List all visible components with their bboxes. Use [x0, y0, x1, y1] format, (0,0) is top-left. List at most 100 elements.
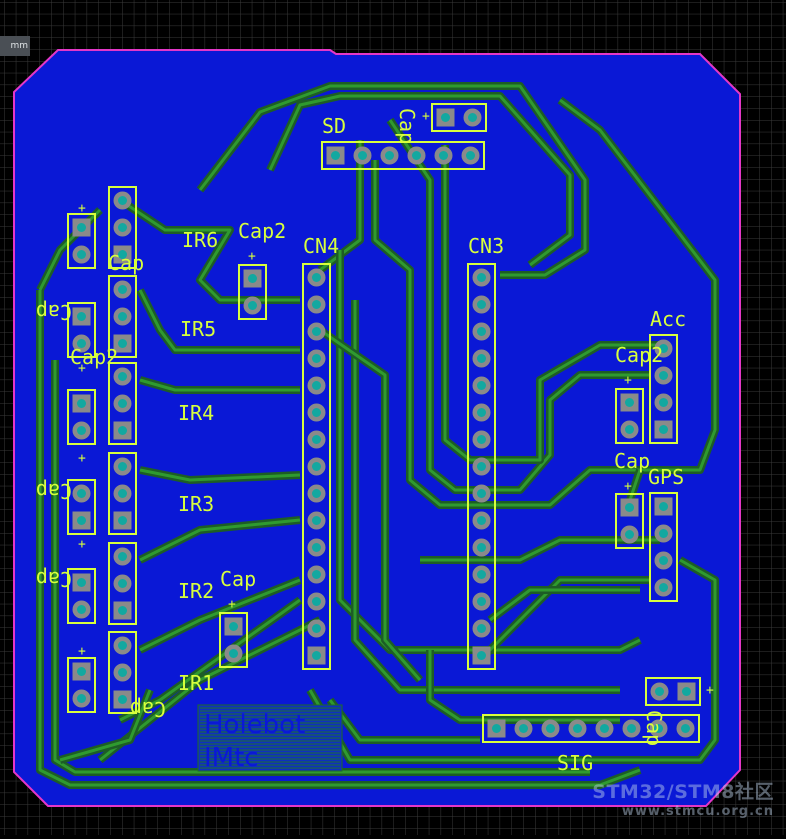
pad-hole: [412, 151, 421, 160]
polarity-plus-marker: +: [624, 373, 632, 388]
label-sig: SIG: [557, 751, 593, 775]
cap-left-header-6: [67, 657, 96, 713]
pad-hole: [77, 694, 86, 703]
trace: [138, 289, 300, 352]
pad-hole: [655, 687, 664, 696]
pad-hole: [477, 327, 486, 336]
pad-hole: [312, 354, 321, 363]
pad-hole: [229, 622, 238, 631]
label-cn4: CN4: [303, 234, 339, 258]
label-sd: SD: [322, 114, 346, 138]
label-cap-left-1: Cap: [36, 300, 72, 324]
cap-top-header: [431, 103, 487, 132]
pad-hole: [118, 668, 127, 677]
pad-hole: [312, 651, 321, 660]
pad-hole: [477, 624, 486, 633]
cap-left-header-2: [67, 302, 96, 358]
pad-hole: [77, 223, 86, 232]
polarity-plus-marker: +: [78, 644, 86, 659]
pad-hole: [118, 250, 127, 259]
trace: [388, 119, 650, 492]
pad-hole: [654, 724, 663, 733]
component-outline: [108, 542, 137, 625]
component-outline: [108, 275, 137, 358]
label-cn3: CN3: [468, 234, 504, 258]
pad-hole: [312, 327, 321, 336]
pad-hole: [312, 516, 321, 525]
pad-hole: [312, 489, 321, 498]
pad-hole: [118, 426, 127, 435]
pad-hole: [331, 151, 340, 160]
pad-hole: [118, 223, 127, 232]
pad-hole: [312, 273, 321, 282]
polarity-plus-marker: +: [78, 537, 86, 552]
polarity-plus-marker: +: [228, 597, 236, 612]
pad-hole: [312, 408, 321, 417]
pad-hole: [625, 530, 634, 539]
component-outline: [649, 492, 678, 602]
cap-bottom-header: [645, 677, 701, 706]
pad-hole: [358, 151, 367, 160]
sd-header: [321, 141, 485, 170]
trace: [319, 328, 422, 681]
unit-indicator[interactable]: mm: [0, 36, 30, 56]
pad-hole: [118, 552, 127, 561]
pad-hole: [477, 543, 486, 552]
pad-hole: [77, 339, 86, 348]
ir2-header: [108, 542, 137, 625]
pad-hole: [468, 113, 477, 122]
pad-hole: [312, 570, 321, 579]
pad-hole: [466, 151, 475, 160]
pad-hole: [681, 724, 690, 733]
pad-hole: [118, 312, 127, 321]
cap2-top-header: [238, 264, 267, 320]
component-outline: [615, 388, 644, 444]
pad-hole: [659, 556, 668, 565]
polarity-plus-marker: +: [78, 451, 86, 466]
pad-hole: [477, 300, 486, 309]
polarity-plus-marker: +: [624, 479, 632, 494]
component-outline: [321, 141, 485, 170]
cap-right-header: [615, 493, 644, 549]
pad-hole: [625, 425, 634, 434]
pad-hole: [312, 597, 321, 606]
cn4-header: [302, 263, 331, 670]
pad-hole: [77, 250, 86, 259]
label-cap-left-top: Cap: [108, 251, 144, 275]
gps-header: [649, 492, 678, 602]
ir5-header: [108, 275, 137, 358]
component-outline: [108, 186, 137, 269]
pad-hole: [477, 516, 486, 525]
label-ir1: IR1: [178, 671, 214, 695]
trace: [373, 98, 717, 507]
pad-hole: [77, 667, 86, 676]
label-cap-right: Cap: [614, 449, 650, 473]
component-outline: [67, 568, 96, 624]
pad-hole: [312, 435, 321, 444]
component-outline: [67, 389, 96, 445]
pad-hole: [477, 489, 486, 498]
trace: [353, 300, 620, 692]
pad-hole: [77, 578, 86, 587]
pad-hole: [439, 151, 448, 160]
ir4-header: [108, 362, 137, 445]
trace: [268, 94, 572, 267]
polarity-plus-marker: +: [248, 249, 256, 264]
pad-hole: [477, 570, 486, 579]
pad-hole: [248, 301, 257, 310]
pad-hole: [625, 503, 634, 512]
pad-hole: [625, 398, 634, 407]
pad-hole: [312, 381, 321, 390]
pad-hole: [546, 724, 555, 733]
component-outline: [219, 612, 248, 668]
pad-hole: [477, 408, 486, 417]
component-outline: [238, 264, 267, 320]
pad-hole: [659, 371, 668, 380]
component-outline: [467, 263, 496, 670]
pad-hole: [77, 605, 86, 614]
component-outline: [645, 677, 701, 706]
pad-hole: [118, 489, 127, 498]
